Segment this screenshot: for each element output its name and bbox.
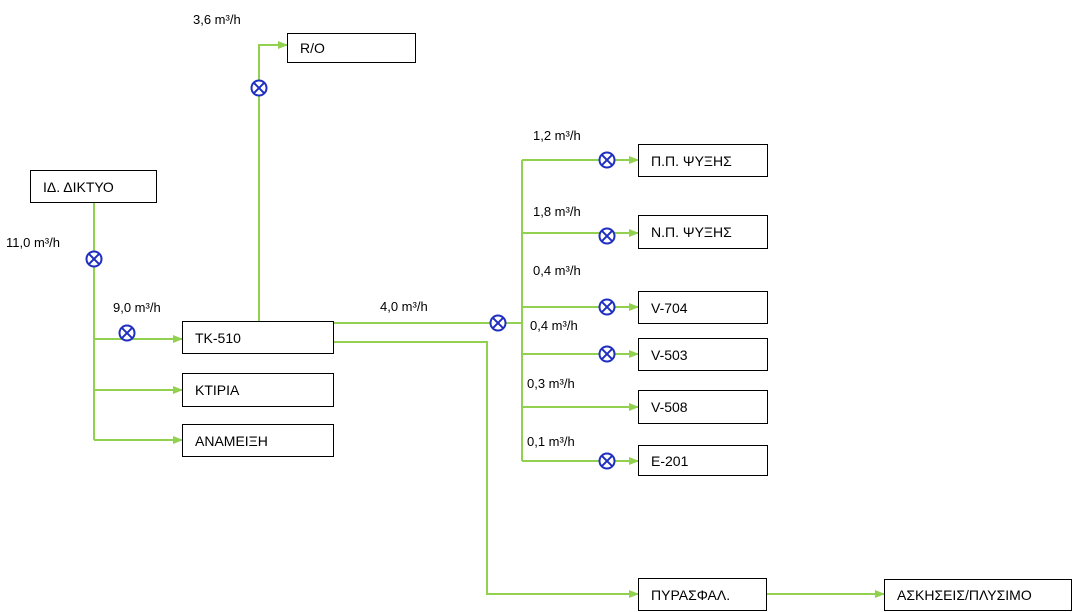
valve-icon-pp-cooling bbox=[598, 151, 616, 169]
node-buildings: ΚΤΙΡΙΑ bbox=[182, 373, 334, 407]
line-to-fire-safety bbox=[334, 341, 639, 598]
node-water-network: ΙΔ. ΔΙΚΤΥΟ bbox=[30, 170, 157, 203]
valve-icon-network bbox=[85, 250, 103, 268]
line-to-ro bbox=[258, 41, 288, 321]
valve-icon-e201 bbox=[598, 452, 616, 470]
valve-icon-tk510-out bbox=[489, 314, 507, 332]
flow-label-to-tk510: 9,0 m³/h bbox=[113, 300, 161, 315]
node-np-cooling: Ν.Π. ΨΥΞΗΣ bbox=[638, 215, 768, 249]
valve-icon-tk510 bbox=[118, 324, 136, 342]
node-exercises: ΑΣΚΗΣΕΙΣ/ΠΛΥΣΙΜΟ bbox=[884, 579, 1072, 611]
flow-label-v508: 0,3 m³/h bbox=[527, 376, 575, 391]
flow-label-v503: 0,4 m³/h bbox=[530, 318, 578, 333]
flow-label-v704: 0,4 m³/h bbox=[533, 263, 581, 278]
node-tk510: TK-510 bbox=[182, 321, 334, 354]
node-e201: E-201 bbox=[638, 445, 768, 476]
flow-label-pp-cooling: 1,2 m³/h bbox=[533, 128, 581, 143]
valve-icon-ro bbox=[250, 79, 268, 97]
node-v508: V-508 bbox=[638, 390, 768, 424]
flow-label-from-tk510: 4,0 m³/h bbox=[380, 299, 428, 314]
valve-icon-v704 bbox=[598, 298, 616, 316]
node-mixing: ΑΝΑΜΕΙΞΗ bbox=[182, 424, 334, 457]
flow-label-network: 11,0 m³/h bbox=[6, 235, 60, 250]
flow-label-np-cooling: 1,8 m³/h bbox=[533, 204, 581, 219]
flow-label-ro: 3,6 m³/h bbox=[193, 12, 241, 27]
valve-icon-np-cooling bbox=[598, 227, 616, 245]
node-pp-cooling: Π.Π. ΨΥΞΗΣ bbox=[638, 144, 768, 177]
node-v503: V-503 bbox=[638, 338, 768, 371]
flow-label-e201: 0,1 m³/h bbox=[527, 434, 575, 449]
node-v704: V-704 bbox=[638, 291, 768, 324]
valve-icon-v503 bbox=[598, 345, 616, 363]
node-ro: R/O bbox=[287, 33, 416, 63]
node-fire-safety: ΠΥΡΑΣΦΑΛ. bbox=[638, 578, 767, 611]
